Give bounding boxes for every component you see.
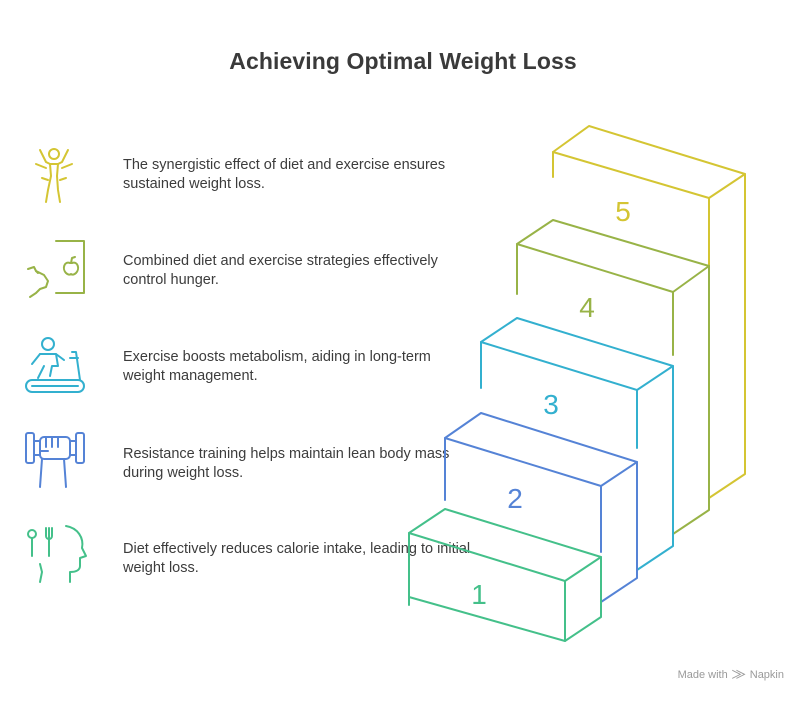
item-text: Exercise boosts metabolism, aiding in lo… [123,349,431,384]
list-item-sustained-loss: The synergistic effect of diet and exerc… [0,140,480,220]
step-2 [444,412,638,603]
celebrating-person-icon [35,148,73,203]
treadmill-icon [25,337,85,393]
list-item-hunger-control: Combined diet and exercise strategies ef… [0,235,480,315]
page-title: Achieving Optimal Weight Loss [229,48,577,74]
footer-prefix: Made with [677,668,728,681]
step-4 [516,219,710,535]
napkin-watermark: Made with ⨠ Napkin [678,667,784,682]
step-3 [480,317,674,571]
diet-head-icon [27,525,87,583]
step-1-label: 1 [471,579,487,610]
footer-brand: Napkin [749,668,784,681]
napkin-logo-icon: ⨠ [731,667,746,681]
item-text: Combined diet and exercise strategies ef… [123,253,438,288]
item-text: Resistance training helps maintain lean … [123,446,450,481]
step-4-label: 4 [579,292,595,323]
list-item-calorie-intake: Diet effectively reduces calorie intake,… [0,520,480,600]
hunger-apple-icon [27,240,85,298]
step-1 [408,508,602,642]
step-2-label: 2 [507,483,523,514]
item-text: The synergistic effect of diet and exerc… [123,157,446,192]
step-5-label: 5 [615,196,631,227]
dumbbell-hand-icon [25,432,85,488]
list-item-lean-mass: Resistance training helps maintain lean … [0,425,480,505]
item-text: Diet effectively reduces calorie intake,… [123,541,471,576]
list-item-metabolism: Exercise boosts metabolism, aiding in lo… [0,330,480,410]
step-3-label: 3 [543,389,559,420]
